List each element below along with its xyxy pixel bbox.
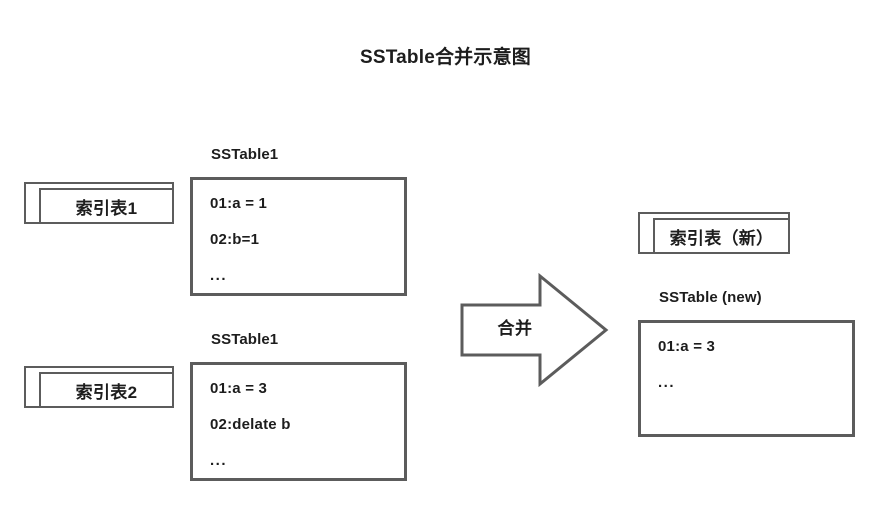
index-table-2-box: 索引表2 [24,366,174,408]
merge-arrow: 合并 [458,272,610,388]
index-table-1-inner: 索引表1 [39,188,174,224]
merge-arrow-icon [460,272,609,388]
index-table-new-box: 索引表（新） [638,212,790,254]
sstable-1-row-0: 01:a = 1 [210,195,268,212]
sstable-new-row-0: 01:a = 3 [658,338,716,355]
sstable-2-row-0: 01:a = 3 [210,380,268,397]
page-title: SSTable合并示意图 [360,47,531,68]
sstable-new-row-1: ... [658,374,676,391]
sstable-2-row-1: 02:delate b [210,416,291,433]
sstable2-label: SSTable1 [211,331,279,348]
sstable-2-box: 01:a = 3 02:delate b ... [190,362,407,481]
sstable-1-row-1: 02:b=1 [210,231,260,248]
sstable-1-box: 01:a = 1 02:b=1 ... [190,177,407,296]
sstable1-label: SSTable1 [211,146,279,163]
index-table-2-inner: 索引表2 [39,372,174,408]
sstable-1-row-2: ... [210,267,228,284]
merge-arrow-label: 合并 [497,319,533,338]
index-table-new-inner: 索引表（新） [653,218,790,254]
index-table-new-label: 索引表（新） [669,228,774,248]
index-table-2-label: 索引表2 [75,382,138,402]
sstable-new-label: SSTable (new) [659,289,762,306]
index-table-1-label: 索引表1 [75,198,138,218]
sstable-2-row-2: ... [210,452,228,469]
sstable-new-box: 01:a = 3 ... [638,320,855,437]
index-table-1-box: 索引表1 [24,182,174,224]
